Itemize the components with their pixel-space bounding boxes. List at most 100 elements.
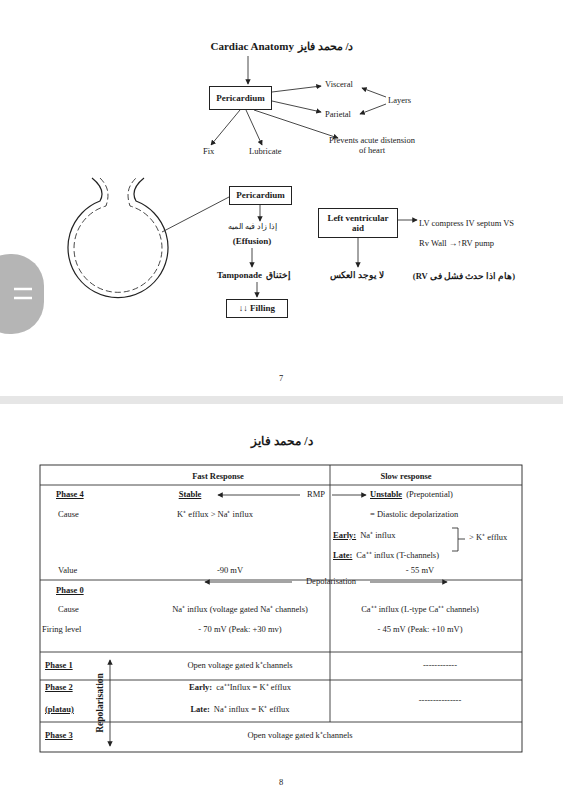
process-box: Left ventricular aid: [318, 208, 398, 238]
leader-line: [162, 197, 229, 232]
arrow: [260, 205, 261, 221]
label-text: Visceral: [325, 79, 353, 89]
label-text: Fix: [203, 146, 214, 156]
label-text: 8: [279, 777, 283, 787]
text-group: Early:ca⁺⁺Influx = K⁺ efflux: [189, 683, 291, 693]
label-text: ------------: [423, 660, 457, 670]
text-group: = Diastolic depolarization: [370, 510, 458, 520]
text-group: Slow response: [380, 472, 431, 482]
label-text: Slow response: [380, 471, 431, 481]
arrow: [362, 88, 386, 97]
label-text: 7: [279, 373, 283, 383]
label-text: Cause: [58, 604, 79, 614]
process-box: Pericardium: [229, 186, 292, 205]
arrow: [272, 101, 321, 112]
label-text: Phase 3: [45, 730, 73, 740]
label-text: إذا زاد فيه الميه: [228, 222, 277, 231]
node-text: Left ventricular aid: [322, 213, 394, 234]
arrow: [358, 238, 359, 267]
label-text: Early:: [333, 530, 356, 540]
text-group: Lubricate: [249, 147, 282, 157]
process-box: Pericardium: [209, 86, 272, 110]
text-group: Parietal: [325, 110, 351, 120]
arrow: [272, 86, 321, 92]
label-text: د/ محمد فايز: [251, 434, 312, 448]
label-text: Value: [58, 565, 77, 575]
text-group: د/ محمد فايز: [251, 435, 312, 449]
text-group: Phase 0: [56, 586, 84, 596]
arrow: [332, 495, 366, 496]
table-border: [40, 465, 522, 752]
label-text: لا يوجد العكس: [330, 270, 384, 280]
label-text: - 55 mV: [406, 565, 434, 575]
text-group: Cause: [58, 510, 79, 520]
label-text: - 45 mV (Peak: +10 mV): [377, 624, 462, 634]
arrow: [205, 582, 292, 583]
text-group: Na⁺ influx (voltage gated Na⁺ channels): [172, 605, 308, 615]
label-text: (Prepotential): [406, 489, 453, 499]
text-group: Phase 4: [56, 490, 84, 500]
text-group: - 55 mV: [406, 566, 434, 576]
button-icon: [14, 289, 32, 298]
label-text: (platau): [45, 704, 74, 714]
text-group: 8: [279, 778, 283, 788]
label-text: Phase 0: [56, 585, 84, 595]
arrow: [246, 110, 262, 145]
label-text: Tamponade: [217, 270, 262, 280]
text-group: Tamponade إختناق: [217, 270, 291, 280]
page-sheet: [0, 404, 563, 800]
label-text: (Effusion): [233, 236, 272, 246]
label-text: د/ محمد فايز: [298, 40, 354, 52]
text-group: Visceral: [325, 80, 353, 90]
side-button: [0, 254, 44, 334]
text-group: Phase 1: [45, 661, 73, 671]
text-group: K⁺ efflux > Na⁺ influx: [177, 510, 253, 520]
label-text: Early:: [189, 682, 212, 692]
label-text: Ca⁺⁺ influx (T-channels): [356, 550, 439, 560]
text-group: Cardiac Anatomy د/ محمد فايز: [211, 40, 354, 53]
text-group: Stable: [179, 490, 202, 500]
pericardium-inner: [74, 178, 162, 292]
text-group: Depolarisation: [306, 577, 356, 587]
arrow: [218, 495, 300, 496]
text-group: Late:Ca⁺⁺ influx (T-channels): [333, 551, 439, 561]
arrow: [257, 282, 258, 297]
label-text: Phase 2: [45, 682, 73, 692]
page-sheet: [0, 0, 563, 396]
label-text: Fast Response: [192, 471, 244, 481]
label-text: K⁺ efflux > Na⁺ influx: [177, 509, 253, 519]
label-text: إختناق: [266, 270, 291, 280]
text-group: Late:Na⁺ influx = K⁺ efflux: [190, 705, 289, 715]
label-text: Open voltage gated k⁺channels: [187, 660, 292, 670]
text-group: Phase 3: [45, 731, 73, 741]
label-text: RMP: [307, 489, 325, 499]
text-group: - 45 mV (Peak: +10 mV): [377, 625, 462, 635]
text-group: -90 mV: [217, 566, 243, 576]
label-text: Unstable: [370, 489, 402, 499]
node-text: Pericardium: [236, 190, 285, 200]
label-text: Na⁺ influx = K⁺ efflux: [214, 704, 290, 714]
page-title: Cardiac Anatomy: [211, 40, 294, 52]
label-text: Layers: [388, 95, 411, 105]
bracket: [452, 528, 465, 551]
label-text: Cause: [58, 509, 79, 519]
label-text: Firing level: [42, 624, 81, 634]
text-group: Repolarisation: [95, 673, 106, 733]
text-group: - 70 mV (Peak: +30 mv): [198, 625, 281, 635]
label-text: Na⁺ influx: [360, 530, 395, 540]
text-group: Open voltage gated k⁺channels: [247, 731, 352, 741]
label-text: LV compress IV septum VS Rv Wall →↑RV pu…: [419, 218, 514, 248]
label-text: Phase 1: [45, 660, 73, 670]
text-group: Cause: [58, 605, 79, 615]
label-text: -90 mV: [217, 565, 243, 575]
text-group: Prevents acute distension of heart: [329, 136, 415, 156]
text-group: إذا زاد فيه الميه: [228, 222, 277, 231]
double-arrow: [110, 660, 111, 746]
text-group: Unstable (Prepotential): [370, 490, 453, 500]
table-grid: [40, 465, 522, 722]
text-group: (هام اذا حدث فشل فى RV): [413, 272, 515, 282]
text-group: Layers: [388, 96, 411, 106]
process-box: ↓↓ Filling: [226, 299, 288, 318]
text-group: Early: Na⁺ influx: [333, 531, 395, 541]
